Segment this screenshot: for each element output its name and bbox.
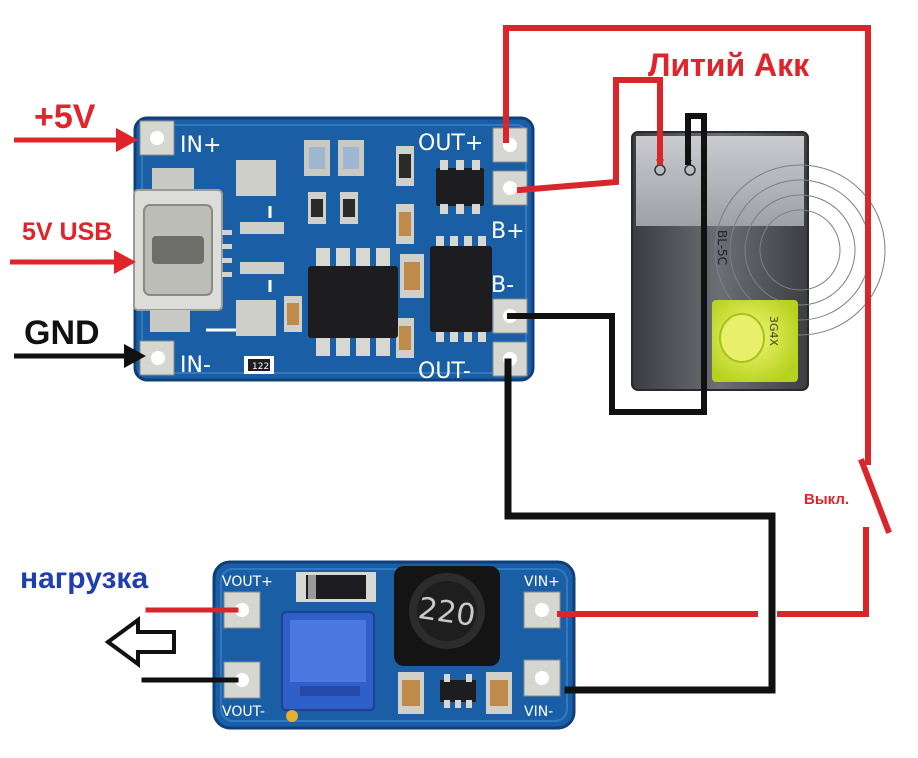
label-vout-minus: VOUT- xyxy=(222,704,265,720)
arrow-plus5v xyxy=(14,128,138,152)
battery-sticker-code: 3G4X xyxy=(767,316,780,347)
boost-components xyxy=(398,672,512,714)
board-pads xyxy=(206,160,284,336)
battery-side-code: BL-5C xyxy=(715,230,729,265)
led-red xyxy=(304,140,330,176)
annotation-switch-off: Выкл. xyxy=(804,491,849,508)
arrow-usb5v xyxy=(10,250,136,274)
smd-code: 122 xyxy=(252,362,269,372)
label-in-minus: IN- xyxy=(180,353,211,378)
pad-in-plus xyxy=(139,120,175,156)
annotation-usb5v: 5V USB xyxy=(22,218,112,246)
led-blue xyxy=(338,140,364,176)
micro-usb-connector xyxy=(133,168,232,332)
wire-out-plus-to-switch xyxy=(503,25,871,465)
label-out-plus: OUT+ xyxy=(418,131,483,156)
label-vin-plus: VIN+ xyxy=(524,574,560,590)
label-in-plus: IN+ xyxy=(180,133,221,158)
pad-vin-minus xyxy=(523,659,561,697)
label-vin-minus: VIN- xyxy=(524,704,553,720)
inductor-value: 220 xyxy=(416,591,478,634)
wire-b-minus-to-battery xyxy=(507,113,707,415)
pad-vin-plus xyxy=(523,591,561,629)
wires xyxy=(141,25,892,694)
label-out-minus: OUT- xyxy=(418,359,471,384)
annotation-load: нагрузка xyxy=(20,562,148,595)
label-vout-plus: VOUT+ xyxy=(222,574,273,590)
smd-resistor-122: 122 xyxy=(244,356,274,374)
boost-board: 220 VOUT+ VOUT- VIN+ VIN- xyxy=(212,560,576,730)
pad-vout-minus xyxy=(223,661,261,699)
wire-out-minus-to-vin-minus xyxy=(504,358,776,694)
pad-out-plus xyxy=(492,127,528,163)
lithium-battery: + - BL-5C 3G4X xyxy=(631,131,886,391)
mosfet-ic xyxy=(430,236,492,342)
arrow-gnd xyxy=(14,344,146,368)
wire-switch-to-vin-plus xyxy=(777,527,869,617)
switch-lever xyxy=(858,458,892,534)
label-b-minus: B- xyxy=(491,273,514,298)
resistors xyxy=(284,146,424,358)
pad-in-minus xyxy=(139,340,175,376)
protection-ic xyxy=(436,160,484,214)
trimmer-potentiometer[interactable] xyxy=(281,611,375,722)
inductor: 220 xyxy=(394,566,500,666)
charger-ic xyxy=(308,248,398,356)
annotation-gnd: GND xyxy=(24,314,100,352)
schottky-diode xyxy=(296,572,376,602)
wire-b-plus-to-battery xyxy=(516,77,663,194)
battery-sticker: 3G4X xyxy=(712,300,798,382)
annotation-battery: Литий Акк xyxy=(648,47,810,83)
annotation-plus5v: +5V xyxy=(34,98,96,136)
arrow-load-output xyxy=(104,616,176,668)
label-b-plus: B+ xyxy=(491,219,525,244)
charger-board: IN+ IN- OUT+ B+ B- OUT- 122 xyxy=(133,116,535,384)
